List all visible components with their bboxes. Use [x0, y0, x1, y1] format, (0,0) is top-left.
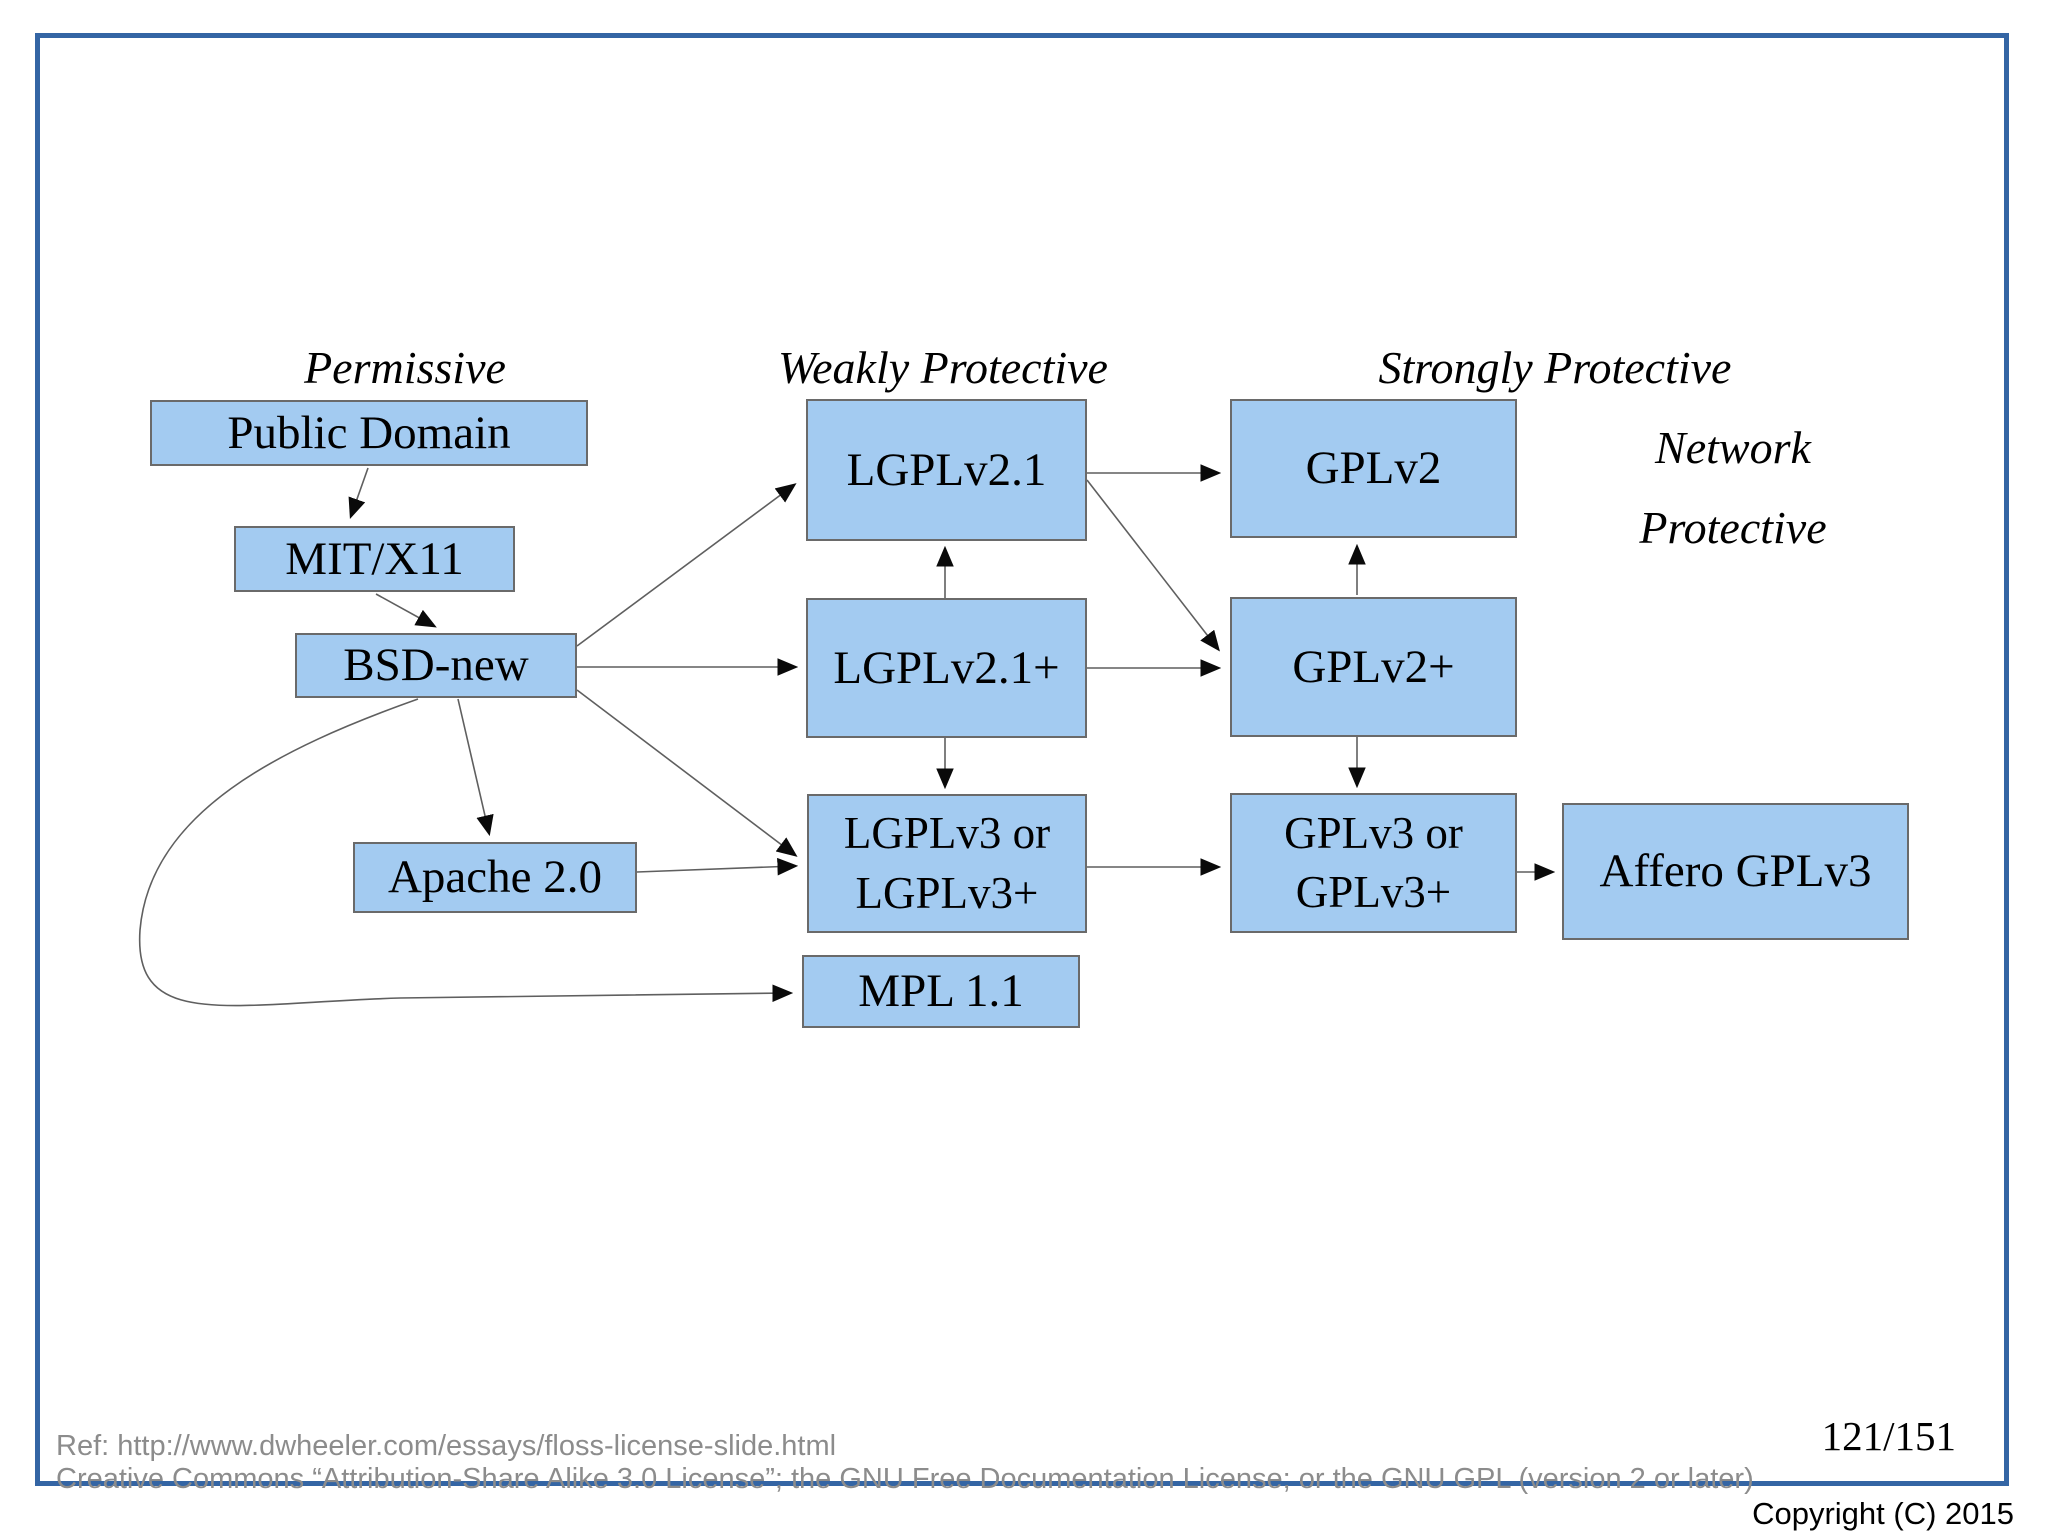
header-weakly-protective: Weakly Protective	[778, 342, 1108, 393]
node-mit-x11: MIT/X11	[234, 526, 515, 592]
node-gplv2plus: GPLv2+	[1230, 597, 1517, 737]
slide-border-frame	[35, 33, 2009, 1486]
header-permissive: Permissive	[304, 342, 506, 393]
copyright-notice: Copyright (C) 2015	[1752, 1496, 2014, 1531]
node-affero-gplv3: Affero GPLv3	[1562, 803, 1909, 940]
page-number: 121/151	[1821, 1413, 1956, 1459]
node-gplv3: GPLv3 or GPLv3+	[1230, 793, 1517, 933]
footer-license-line: Creative Commons “Attribution-Share Alik…	[56, 1463, 1754, 1495]
node-lgplv21plus: LGPLv2.1+	[806, 598, 1087, 738]
node-public-domain: Public Domain	[150, 400, 588, 466]
node-lgplv3: LGPLv3 or LGPLv3+	[807, 794, 1087, 933]
node-bsd-new: BSD-new	[295, 633, 577, 698]
node-apache-20: Apache 2.0	[353, 842, 637, 913]
node-lgplv21: LGPLv2.1	[806, 399, 1087, 541]
node-gplv2: GPLv2	[1230, 399, 1517, 538]
header-network-protective: Network Protective	[1639, 422, 1827, 553]
node-mpl11: MPL 1.1	[802, 955, 1080, 1028]
footer-ref-line: Ref: http://www.dwheeler.com/essays/flos…	[56, 1430, 837, 1462]
header-strongly-protective: Strongly Protective	[1378, 342, 1732, 393]
